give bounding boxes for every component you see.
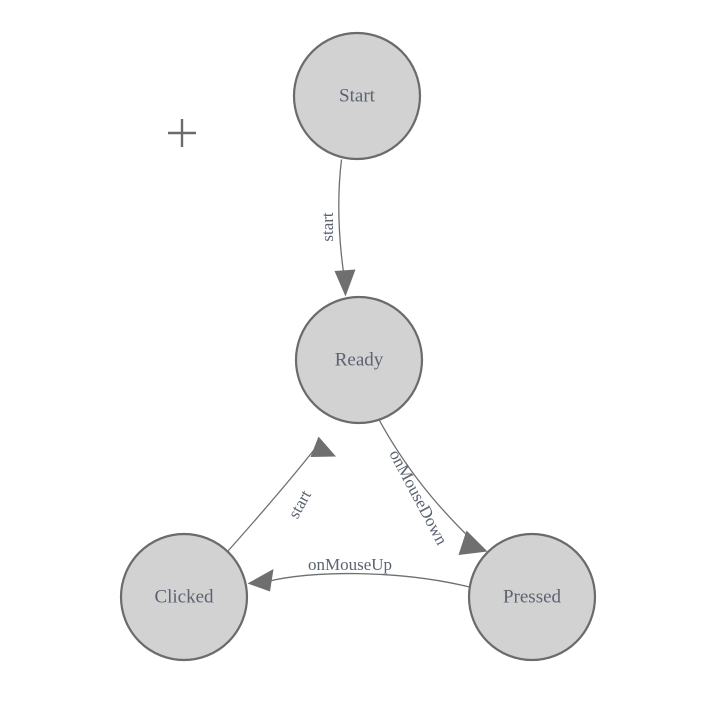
edge-ready-to-pressed[interactable]: onMouseDown <box>376 415 488 555</box>
edge-line <box>265 572 470 588</box>
edge-label-clicked-to-ready: start <box>284 487 315 522</box>
arrowhead-icon <box>247 569 274 592</box>
node-label-ready: Ready <box>335 349 384 370</box>
arrowhead-icon <box>310 436 336 457</box>
node-label-start: Start <box>339 85 376 106</box>
edge-start-to-ready[interactable]: start <box>318 159 356 297</box>
node-clicked[interactable]: Clicked <box>119 532 249 662</box>
edge-clicked-to-ready[interactable]: start <box>227 436 336 552</box>
edge-label-ready-to-pressed: onMouseDown <box>385 447 451 549</box>
node-shape[interactable] <box>119 532 249 662</box>
node-label-pressed: Pressed <box>503 586 562 607</box>
node-start[interactable]: Start <box>292 31 422 161</box>
arrowhead-icon <box>458 530 488 555</box>
node-label-clicked: Clicked <box>154 586 214 607</box>
node-shape[interactable] <box>292 31 422 161</box>
node-pressed[interactable]: Pressed <box>467 532 597 662</box>
edge-label-pressed-to-clicked: onMouseUp <box>308 555 392 574</box>
edge-label-start-to-ready: start <box>318 212 337 242</box>
edge-line <box>338 159 345 277</box>
node-ready[interactable]: Ready <box>294 295 424 425</box>
node-shape[interactable] <box>294 295 424 425</box>
node-shape[interactable] <box>467 532 597 662</box>
edge-pressed-to-clicked[interactable]: onMouseUp <box>247 555 470 592</box>
arrowhead-icon <box>334 269 356 297</box>
crosshair-cursor-icon <box>168 119 196 147</box>
